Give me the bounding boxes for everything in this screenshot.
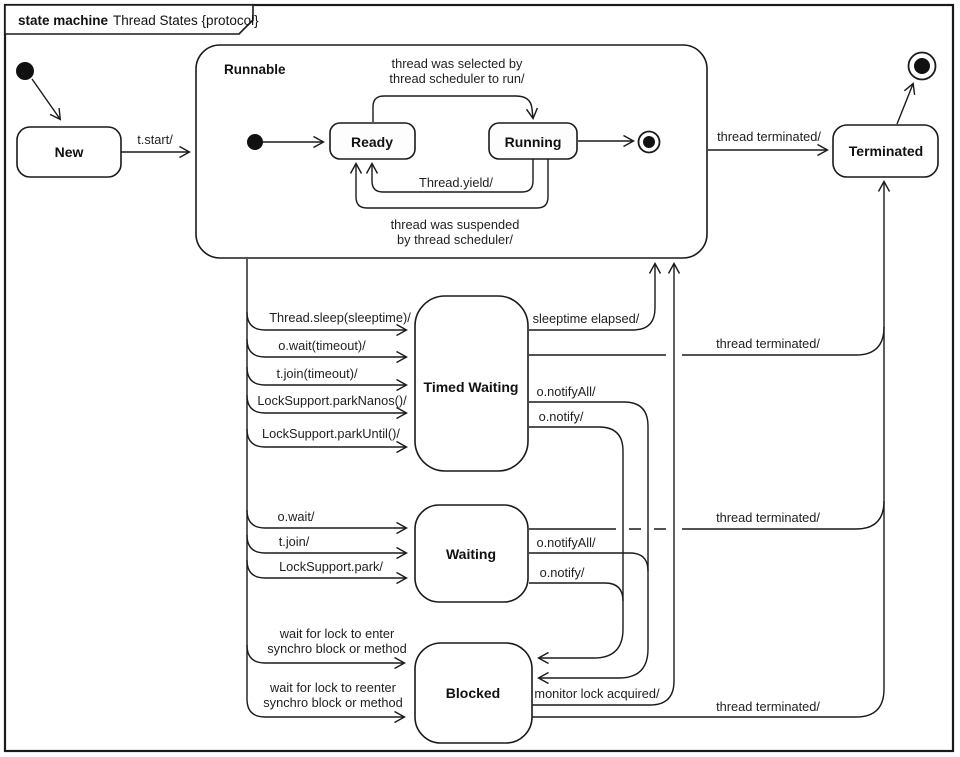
transition-terminated-to-final (896, 82, 916, 125)
transition-lock-enter (246, 644, 406, 670)
state-waiting-label: Waiting (446, 546, 496, 562)
transition-notify-all-tw (529, 401, 649, 685)
label-terminated-top: thread terminated/ (717, 129, 821, 144)
transition-t-join (246, 534, 408, 560)
label-sleep: Thread.sleep(sleeptime)/ (269, 310, 411, 325)
rail-runnable-outgoing (246, 259, 406, 724)
transition-suspended (349, 159, 549, 209)
state-timed-waiting (414, 295, 529, 472)
transition-monitor-lock-acquired (532, 262, 681, 706)
label-lock-reenter-2: synchro block or method (263, 695, 402, 710)
state-running-label: Running (505, 134, 562, 150)
label-lock-enter-2: synchro block or method (267, 641, 406, 656)
label-selected-1: thread was selected by (392, 56, 523, 71)
transition-park (246, 559, 408, 585)
transition-park-nanos (246, 394, 408, 420)
state-waiting (414, 504, 529, 603)
state-blocked-label: Blocked (446, 685, 500, 701)
runnable-initial-dot (247, 134, 263, 150)
label-notify-all-tw: o.notifyAll/ (536, 384, 595, 399)
state-ready-label: Ready (351, 134, 393, 150)
label-monitor-lock-acquired: monitor lock acquired/ (534, 686, 660, 701)
label-lock-enter-1: wait for lock to enter (279, 626, 395, 641)
transition-notify-tw (529, 426, 624, 665)
transition-notify-all-w (529, 552, 649, 572)
transition-wait-timeout (246, 338, 408, 364)
label-selected-2: thread scheduler to run/ (389, 71, 525, 86)
label-park: LockSupport.park/ (279, 559, 383, 574)
transition-sleep (246, 311, 408, 337)
state-ready (329, 122, 416, 160)
runnable-final-state-dot (643, 136, 655, 148)
transition-thread-yield (365, 159, 534, 193)
state-runnable-label: Runnable (224, 62, 286, 77)
label-terminated-tw: thread terminated/ (716, 336, 820, 351)
transition-o-wait (246, 509, 408, 535)
state-terminated (832, 124, 939, 178)
transition-selected-by-scheduler (372, 95, 539, 122)
label-park-nanos: LockSupport.parkNanos()/ (257, 393, 407, 408)
label-notify-w: o.notify/ (540, 565, 585, 580)
label-lock-reenter-1: wait for lock to reenter (269, 680, 397, 695)
label-wait-timeout: o.wait(timeout)/ (278, 338, 366, 353)
label-thread-yield: Thread.yield/ (419, 175, 493, 190)
frame-keyword: state machine (18, 13, 109, 28)
label-terminated-b: thread terminated/ (716, 699, 820, 714)
transition-park-until (246, 428, 408, 454)
frame-title-tab (4, 4, 254, 35)
final-state-dot (914, 58, 930, 74)
transition-initial-to-new (31, 78, 62, 121)
transition-sleeptime-elapsed (529, 262, 662, 331)
frame-title: Thread States {protocol} (113, 13, 259, 28)
label-t-join: t.join/ (279, 534, 310, 549)
label-sleeptime-elapsed: sleeptime elapsed/ (533, 311, 640, 326)
label-join-timeout: t.join(timeout)/ (276, 366, 358, 381)
label-park-until: LockSupport.parkUntil()/ (262, 426, 400, 441)
label-notify-all-w: o.notifyAll/ (536, 535, 595, 550)
label-notify-tw: o.notify/ (539, 409, 584, 424)
label-suspended-2: by thread scheduler/ (397, 232, 513, 247)
state-runnable (195, 44, 708, 259)
initial-state-dot (16, 62, 34, 80)
label-t-start: t.start/ (137, 132, 173, 147)
transition-join-timeout (246, 366, 408, 392)
state-blocked (414, 642, 533, 744)
state-terminated-label: Terminated (849, 143, 923, 159)
transition-notify-w (529, 582, 624, 602)
state-new-label: New (55, 144, 84, 160)
label-terminated-w: thread terminated/ (716, 510, 820, 525)
state-timed-waiting-label: Timed Waiting (424, 379, 519, 395)
transition-terminated-from-waiting (529, 500, 885, 530)
transition-terminated-from-blocked (532, 180, 891, 718)
label-suspended-1: thread was suspended (391, 217, 520, 232)
label-o-wait: o.wait/ (278, 509, 315, 524)
